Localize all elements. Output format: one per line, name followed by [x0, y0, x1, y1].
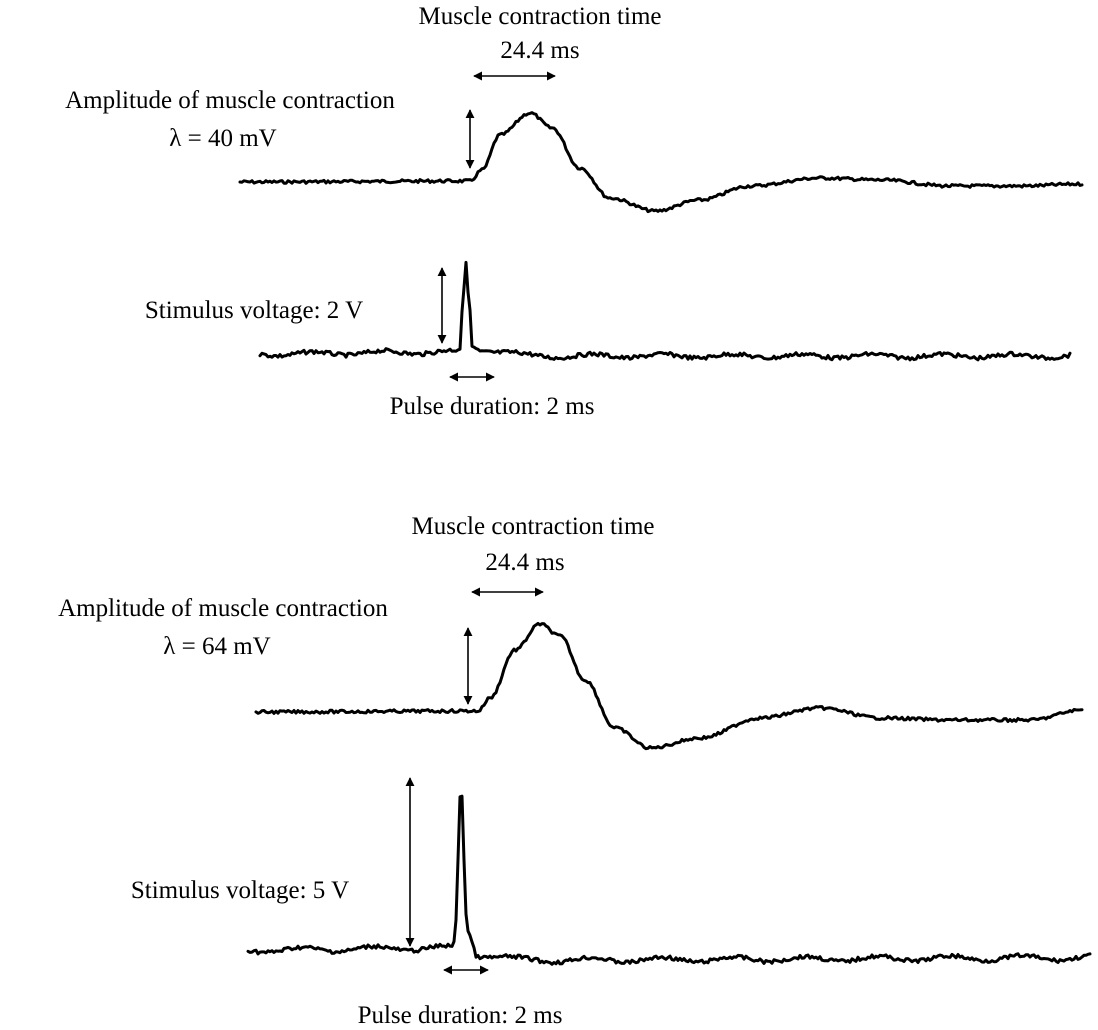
- pulse-duration-label: Pulse duration: 2 ms: [358, 1002, 563, 1029]
- contraction-time-title: Muscle contraction time: [412, 513, 655, 540]
- stimulus-voltage-label: Stimulus voltage: 2 V: [145, 297, 363, 324]
- stimulus-trace: [258, 260, 1072, 362]
- amplitude-title: Amplitude of muscle contraction: [65, 87, 395, 114]
- amplitude-value: λ = 64 mV: [163, 633, 270, 660]
- stimulus-trace: [246, 794, 1092, 966]
- amplitude-title: Amplitude of muscle contraction: [58, 595, 388, 622]
- contraction-time-value: 24.4 ms: [500, 37, 579, 64]
- pulse-duration-label: Pulse duration: 2 ms: [390, 393, 595, 420]
- muscle-contraction-trace: [254, 621, 1084, 751]
- muscle-contraction-trace: [238, 111, 1084, 214]
- contraction-time-value: 24.4 ms: [485, 549, 564, 576]
- panel-1: Muscle contraction time 24.4 ms Amplitud…: [65, 3, 1084, 420]
- panel-2: Muscle contraction time 24.4 ms Amplitud…: [58, 513, 1092, 1029]
- stimulus-voltage-label: Stimulus voltage: 5 V: [131, 877, 349, 904]
- contraction-time-title: Muscle contraction time: [419, 3, 662, 30]
- amplitude-value: λ = 40 mV: [169, 125, 276, 152]
